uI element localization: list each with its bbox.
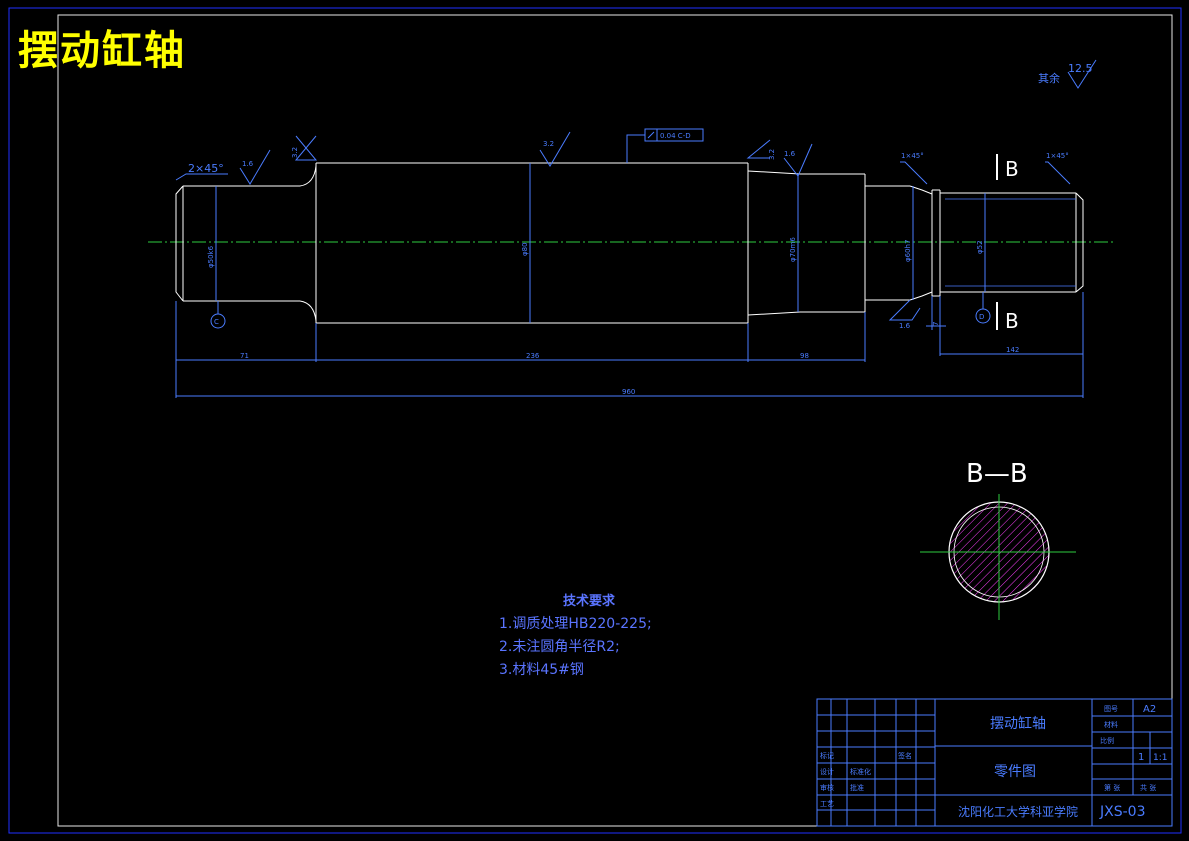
chamfer-label-right: 1×45°: [1046, 152, 1069, 160]
datum-c: C: [214, 318, 219, 326]
tb-drawing-no: JXS-03: [1099, 804, 1145, 820]
outer-border: [8, 7, 1182, 834]
chamfer-label-left: 2×45°: [188, 162, 224, 175]
dim-98: 98: [800, 352, 809, 360]
tb-label-5: 共 张: [1140, 783, 1156, 792]
dim-7: 7: [932, 322, 940, 326]
length-dims: [175, 292, 1084, 398]
dim-960: 960: [622, 388, 635, 396]
dim-71: 71: [240, 352, 249, 360]
title-block: [816, 698, 1173, 827]
inner-border: [57, 14, 1173, 827]
tb-label-3: 比例: [1100, 736, 1114, 745]
tech-req-line-3: 3.材料45#钢: [499, 662, 584, 678]
roughness-symbols: [239, 59, 1097, 321]
tb-label-2: 材料: [1104, 720, 1118, 729]
tech-req-line-2: 2.未注圆角半径R2;: [499, 639, 620, 655]
dim-236: 236: [526, 352, 540, 360]
tech-req-heading: 技术要求: [563, 594, 616, 609]
tb-qty: 1: [1138, 752, 1144, 763]
diameter-label-4: φ60h7: [904, 240, 912, 262]
datum-d: D: [979, 313, 984, 321]
roughness-general-label: 其余: [1038, 71, 1060, 85]
tb-label-11: 批准: [850, 783, 864, 792]
tb-label-7: 审核: [820, 783, 834, 792]
roughness-1: 1.6: [242, 160, 254, 168]
tb-scale: 1:1: [1153, 753, 1167, 763]
tb-sheet-size: A2: [1143, 704, 1156, 715]
section-view: [920, 494, 1076, 620]
diameter-label-2: φ80: [521, 242, 529, 256]
tb-label-9: 标准化: [850, 767, 871, 776]
cut-label-top: B: [1005, 157, 1019, 181]
roughness-general-value: 12.5: [1068, 62, 1093, 75]
roughness-2: 3.2: [291, 147, 299, 158]
chamfer-leaders: [175, 161, 1071, 185]
chamfer-label-mid: 1×45°: [901, 152, 924, 160]
tb-label-12: 工艺: [820, 800, 834, 808]
tb-label-4: 第 张: [1104, 783, 1120, 792]
datum-markers: [210, 292, 991, 329]
tb-part-name: 摆动缸轴: [990, 715, 1046, 732]
diameter-dim-lines: [215, 163, 1076, 323]
tb-label-1: 图号: [1104, 705, 1118, 713]
tech-req-line-1: 1.调质处理HB220-225;: [499, 616, 652, 632]
geo-tolerance-frame: [626, 128, 704, 163]
diameter-label-5: φ52: [976, 240, 984, 254]
drawing-title: 摆动缸轴: [18, 27, 186, 74]
tb-label-6: 设计: [820, 767, 834, 776]
geo-tolerance-text: 0.04 C-D: [660, 132, 691, 140]
diameter-label-1: φ50k6: [207, 245, 215, 268]
tb-institution: 沈阳化工大学科亚学院: [958, 804, 1078, 819]
shaft-outline: [175, 162, 1084, 324]
tb-label-8: 标记: [820, 751, 834, 760]
roughness-6: 1.6: [899, 322, 911, 330]
tb-label-10: 签名: [898, 751, 912, 760]
roughness-3: 3.2: [543, 140, 554, 148]
dim-142: 142: [1006, 346, 1019, 354]
section-title: B—B: [966, 459, 1028, 489]
diameter-label-3: φ70m6: [789, 237, 797, 262]
tb-drawing-type: 零件图: [994, 764, 1036, 780]
roughness-5: 1.6: [784, 150, 796, 158]
roughness-4: 3.2: [768, 149, 776, 160]
cut-label-bottom: B: [1005, 309, 1019, 333]
